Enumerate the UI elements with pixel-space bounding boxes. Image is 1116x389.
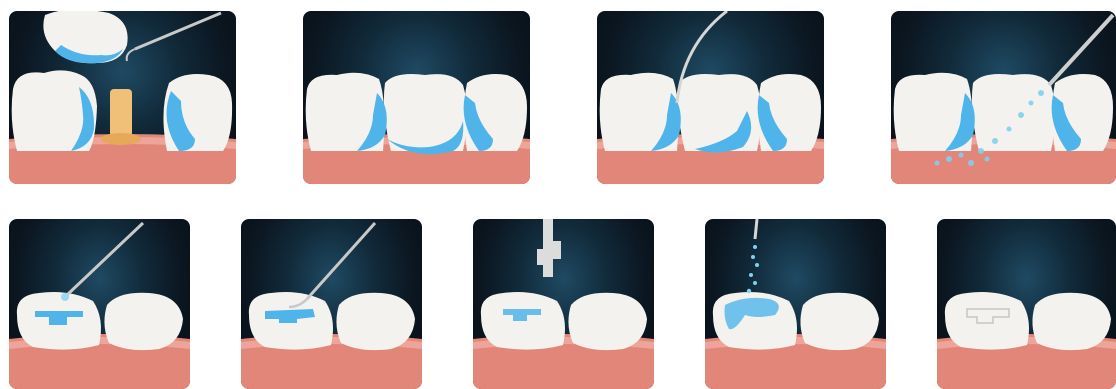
tooth-icon	[972, 74, 1055, 151]
probe-tip	[127, 49, 135, 61]
step-illustration-6	[241, 219, 422, 389]
step-panel-5	[9, 219, 190, 389]
curing-tip-icon	[537, 219, 561, 277]
step-panel-6	[241, 219, 422, 389]
molar-icon	[336, 293, 415, 350]
step-illustration-4	[891, 11, 1116, 184]
probe-tip	[61, 293, 69, 301]
step-illustration-3	[597, 11, 824, 184]
step-panel-8	[705, 219, 886, 389]
probe-icon	[307, 223, 375, 299]
molar-icon	[568, 293, 647, 350]
probe-icon	[135, 13, 221, 49]
molar-icon	[945, 292, 1029, 350]
step-illustration-8	[705, 219, 886, 389]
water-droplets	[747, 245, 759, 293]
step-panel-3	[597, 11, 824, 184]
step-illustration-7	[473, 219, 654, 389]
step-illustration-1	[9, 11, 236, 184]
tooth-icon	[678, 74, 761, 151]
water-spray-icon	[755, 219, 757, 239]
molar-icon	[1032, 293, 1111, 350]
molar-icon	[800, 293, 879, 350]
molar-icon	[104, 293, 183, 350]
step-illustration-5	[9, 219, 190, 389]
step-panel-4	[891, 11, 1116, 184]
step-illustration-2	[303, 11, 530, 184]
step-panel-7	[473, 219, 654, 389]
step-panel-1	[9, 11, 236, 184]
step-illustration-9	[937, 219, 1116, 389]
step-panel-2	[303, 11, 530, 184]
step-panel-9	[937, 219, 1116, 389]
probe-icon	[67, 223, 143, 295]
post-base	[101, 133, 141, 145]
post-icon	[110, 89, 132, 137]
